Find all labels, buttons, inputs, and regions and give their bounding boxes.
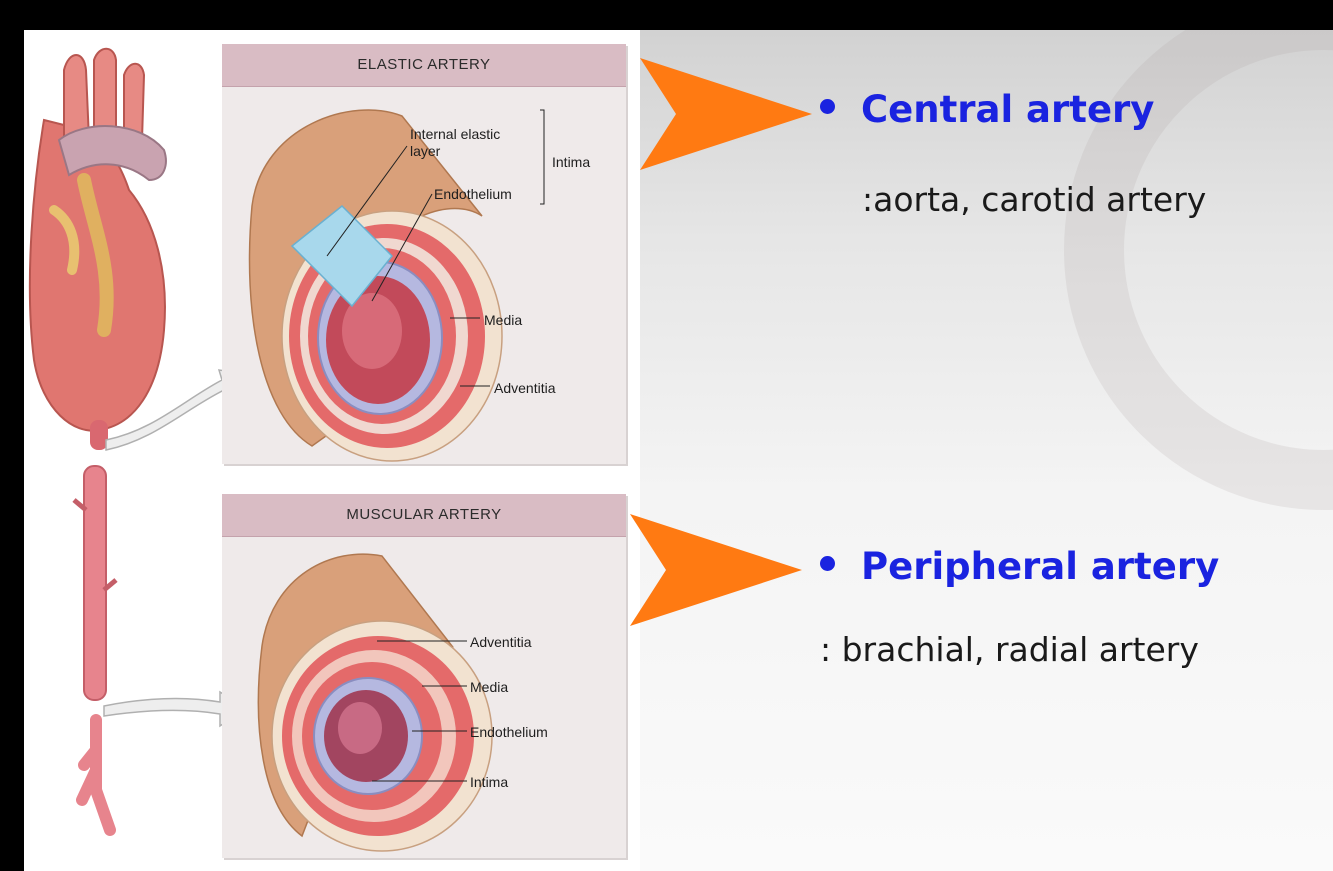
elastic-artery-header: ELASTIC ARTERY (222, 44, 626, 87)
bullet-dot-icon (820, 99, 835, 114)
left-frame-bar (0, 0, 24, 871)
label-internal-elastic-layer: layer (410, 143, 440, 159)
label-intima: Intima (552, 154, 590, 170)
bullet-dot-icon (820, 556, 835, 571)
orange-arrow-bottom (626, 512, 806, 628)
heart-illustration (24, 30, 224, 871)
bullet-central-artery-title: Central artery (861, 88, 1154, 131)
bullet-peripheral-artery: Peripheral artery (820, 545, 1219, 588)
orange-arrow-top (636, 56, 816, 172)
top-frame-bar (0, 0, 1333, 30)
label-media: Media (470, 679, 508, 695)
elastic-artery-panel: ELASTIC ARTERY Internal elastic layer In… (222, 44, 626, 464)
label-endothelium: Endothelium (434, 186, 512, 202)
muscular-artery-header: MUSCULAR ARTERY (222, 494, 626, 537)
label-intima: Intima (470, 774, 508, 790)
muscular-artery-cross-section (222, 536, 626, 858)
label-media: Media (484, 312, 522, 328)
muscular-artery-panel: MUSCULAR ARTERY Adventitia Media Endothe… (222, 494, 626, 858)
bullet-central-artery-subtitle: :aorta, carotid artery (862, 180, 1206, 219)
bullet-central-artery: Central artery (820, 88, 1154, 131)
label-endothelium: Endothelium (470, 724, 548, 740)
bullet-peripheral-artery-subtitle: : brachial, radial artery (820, 630, 1199, 669)
slide: ELASTIC ARTERY Internal elastic layer In… (24, 30, 1333, 871)
label-adventitia: Adventitia (494, 380, 555, 396)
label-adventitia: Adventitia (470, 634, 531, 650)
bullet-peripheral-artery-title: Peripheral artery (861, 545, 1219, 588)
label-internal-elastic: Internal elastic (410, 126, 500, 142)
